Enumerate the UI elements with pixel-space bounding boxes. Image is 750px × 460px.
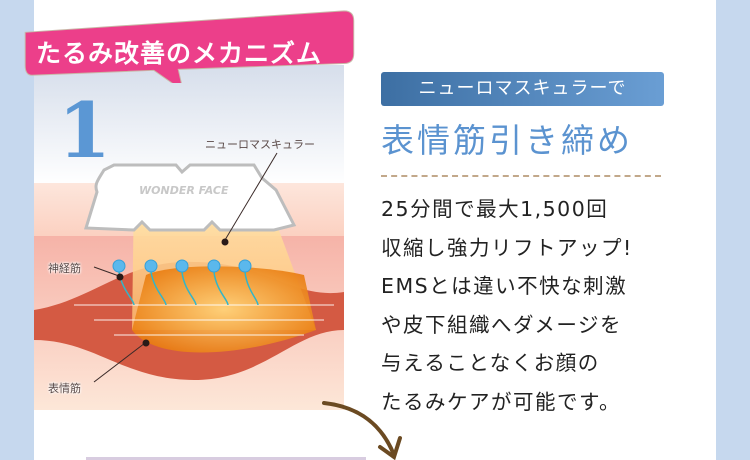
body-line: 収縮し強力リフトアップ! — [381, 235, 633, 260]
body-line: 与えることなくお顔の — [381, 351, 600, 375]
device-brand-logo: WONDER FACE — [139, 184, 229, 197]
next-section-edge — [86, 457, 366, 460]
body-line: EMSとは違い不快な刺激 — [381, 274, 628, 298]
arrow-down-icon — [322, 401, 402, 460]
muscle-label: 表情筋 — [48, 382, 81, 395]
section-badge: ニューロマスキュラーで — [381, 72, 664, 106]
body-line: たるみケアが可能です。 — [381, 389, 621, 414]
step-number: 1 — [58, 86, 111, 175]
neuromuscular-illustration: WONDER FACE — [34, 65, 344, 410]
nerve-label: 神経筋 — [48, 262, 81, 275]
section-heading: 表情筋引き締め — [381, 121, 633, 160]
body-text: 25分間で最大1,500回 収縮し強力リフトアップ! EMSとは違い不快な刺激 … — [381, 190, 671, 421]
device-label: ニューロマスキュラー — [205, 138, 315, 151]
dashed-divider — [381, 175, 661, 177]
neuron-cells — [112, 259, 259, 306]
banner-bubble — [24, 10, 355, 83]
body-line: 25分間で最大1,500回 — [381, 197, 609, 221]
banner-title: たるみ改善のメカニズム — [36, 39, 323, 68]
body-line: や皮下組織へダメージを — [381, 312, 622, 337]
